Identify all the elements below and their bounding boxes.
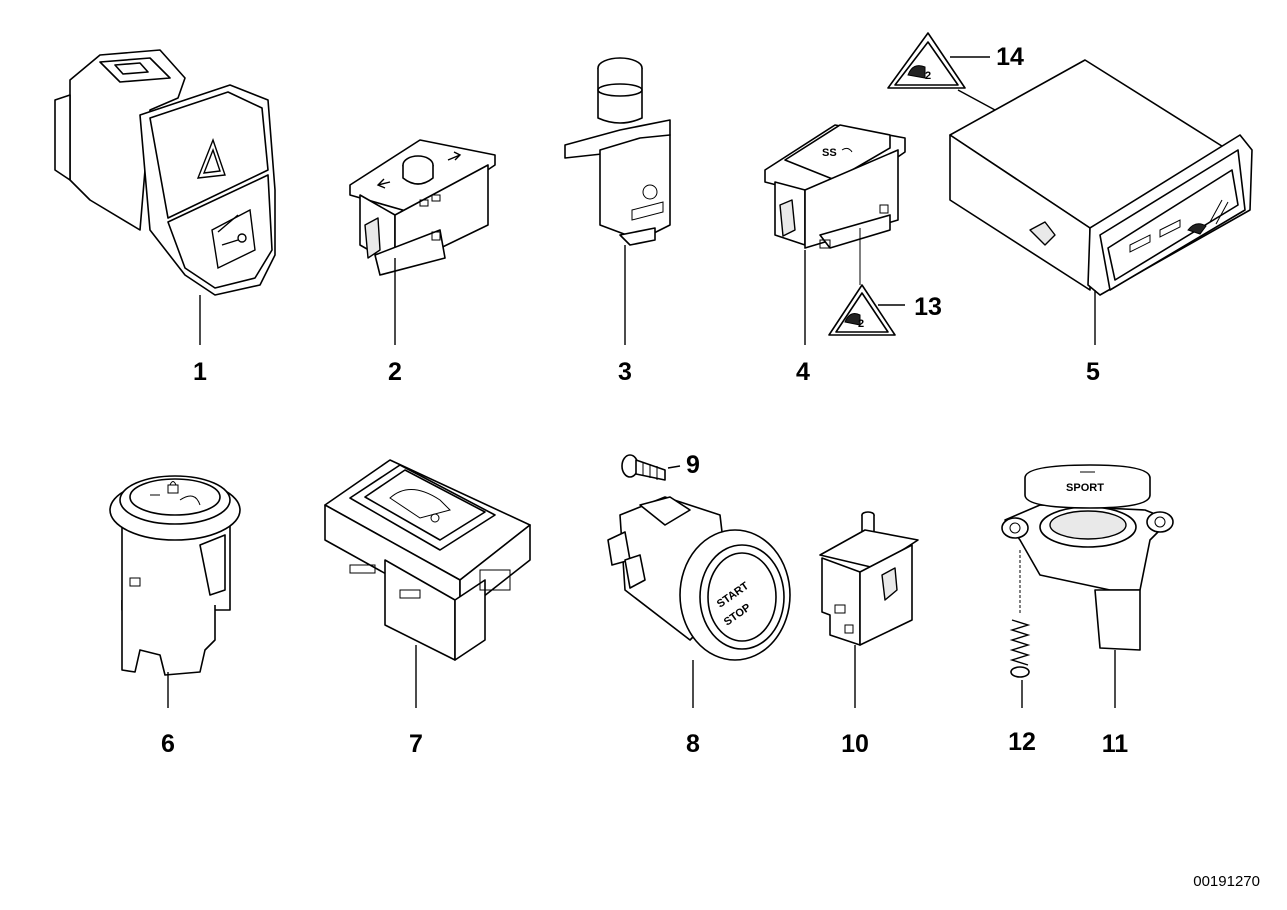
label-13: 13 — [914, 293, 942, 321]
window-arrows-icon — [376, 151, 462, 189]
label-14: 14 — [996, 43, 1024, 71]
part-3-plunger-switch[interactable] — [564, 57, 671, 345]
part-10-small-switch[interactable] — [819, 511, 919, 708]
label-9: 9 — [686, 451, 700, 479]
label-2: 2 — [388, 358, 402, 386]
part-4-seat-switch[interactable]: SS — [764, 124, 906, 345]
label-7: 7 — [409, 730, 423, 758]
document-number: 00191270 — [1193, 873, 1260, 890]
part-6-round-switch[interactable] — [109, 475, 241, 708]
label-5: 5 — [1086, 358, 1100, 386]
trunk-lock-icon — [150, 481, 201, 506]
sport-text: SPORT — [1066, 482, 1104, 494]
part-9-screw[interactable] — [621, 454, 681, 481]
part-13-warning-label[interactable]: 2 — [828, 284, 905, 336]
svg-text:2: 2 — [858, 318, 864, 330]
label-6: 6 — [161, 730, 175, 758]
seat-heating-icon — [1129, 199, 1229, 253]
label-10: 10 — [841, 730, 869, 758]
part-1-hazard-switch[interactable] — [54, 49, 276, 345]
svg-text:2: 2 — [925, 70, 931, 82]
label-1: 1 — [193, 358, 207, 386]
label-8: 8 — [686, 730, 700, 758]
seat-icon: SS — [822, 147, 853, 159]
label-4: 4 — [796, 358, 810, 386]
trunk-lock-icon — [211, 208, 256, 270]
label-3: 3 — [618, 358, 632, 386]
label-11: 11 — [1102, 730, 1129, 758]
seat-warning-triangle-icon: 2 — [844, 313, 864, 330]
part-8-start-stop-button[interactable]: START STOP — [607, 496, 791, 708]
part-2-window-switch[interactable] — [349, 139, 496, 345]
label-12: 12 — [1008, 728, 1036, 756]
trunk-open-icon — [389, 489, 451, 523]
part-12-spring-screw[interactable] — [1009, 550, 1031, 708]
part-5-seat-heating-switch[interactable] — [949, 59, 1253, 345]
part-11-sport-button[interactable]: SPORT — [1001, 464, 1174, 708]
hazard-triangle-icon — [196, 137, 226, 179]
part-7-trunk-switch[interactable] — [324, 459, 531, 708]
seat-warning-triangle-icon: 2 — [907, 65, 931, 82]
part-14-warning-label[interactable]: 2 — [887, 32, 996, 111]
svg-text:SS: SS — [822, 147, 837, 159]
